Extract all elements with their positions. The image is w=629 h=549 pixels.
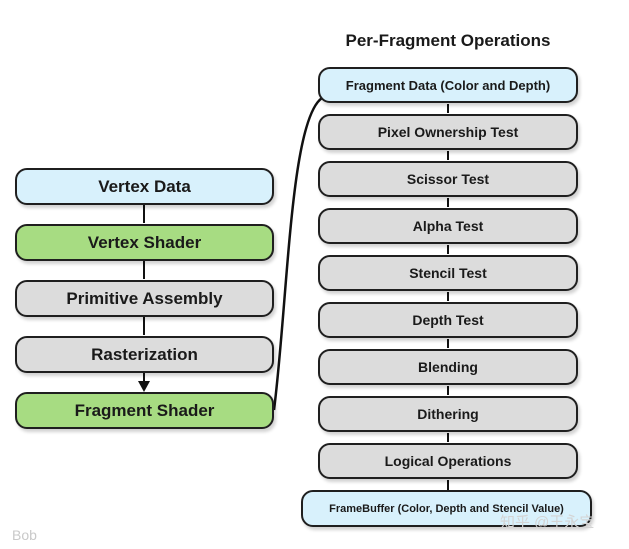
arrow-head — [138, 381, 150, 392]
stage-vertex-data: Vertex Data — [15, 168, 274, 205]
step-fragment-data: Fragment Data (Color and Depth) — [318, 67, 578, 103]
step-stencil-test: Stencil Test — [318, 255, 578, 291]
step-blending: Blending — [318, 349, 578, 385]
watermark-left: Bob — [12, 527, 37, 543]
stage-fragment-shader: Fragment Shader — [15, 392, 274, 429]
step-framebuffer: FrameBuffer (Color, Depth and Stencil Va… — [301, 490, 592, 527]
fragment-flow-curve — [272, 96, 323, 411]
step-pixel-ownership-test: Pixel Ownership Test — [318, 114, 578, 150]
watermark-right: 知乎 @王永宝 — [500, 514, 595, 531]
per-fragment-title: Per-Fragment Operations — [345, 31, 551, 50]
step-dithering: Dithering — [318, 396, 578, 432]
stage-primitive-assembly: Primitive Assembly — [15, 280, 274, 317]
stage-vertex-shader: Vertex Shader — [15, 224, 274, 261]
step-depth-test: Depth Test — [318, 302, 578, 338]
step-logical-operations: Logical Operations — [318, 443, 578, 479]
stage-rasterization: Rasterization — [15, 336, 274, 373]
step-alpha-test: Alpha Test — [318, 208, 578, 244]
step-scissor-test: Scissor Test — [318, 161, 578, 197]
